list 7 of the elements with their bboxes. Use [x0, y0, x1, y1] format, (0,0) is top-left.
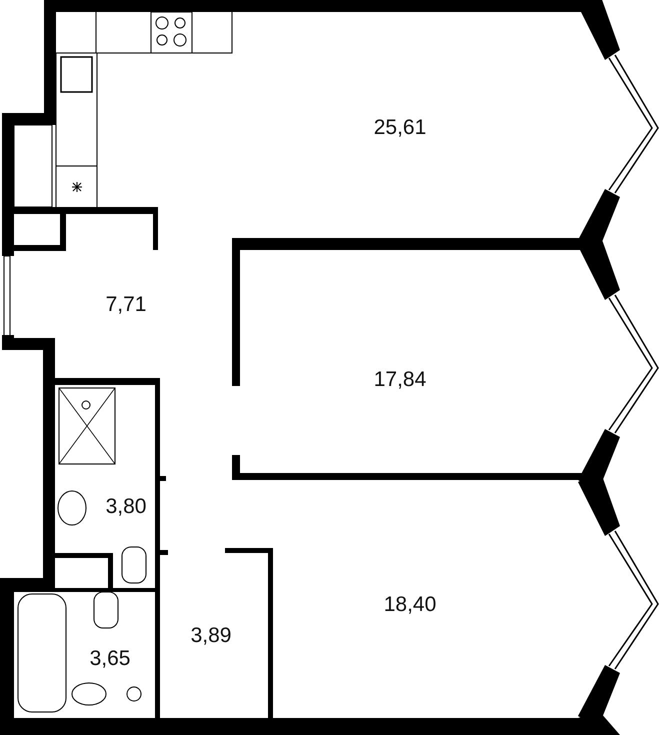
room-area: 3,89	[190, 624, 232, 648]
room-area: 25,61	[374, 116, 426, 140]
room-area: 7,71	[106, 293, 146, 317]
room-area: 17,84	[374, 368, 426, 392]
room-area: 3,80	[106, 495, 146, 519]
room-area: 3,65	[90, 647, 130, 671]
room-area: 18,40	[384, 593, 436, 617]
